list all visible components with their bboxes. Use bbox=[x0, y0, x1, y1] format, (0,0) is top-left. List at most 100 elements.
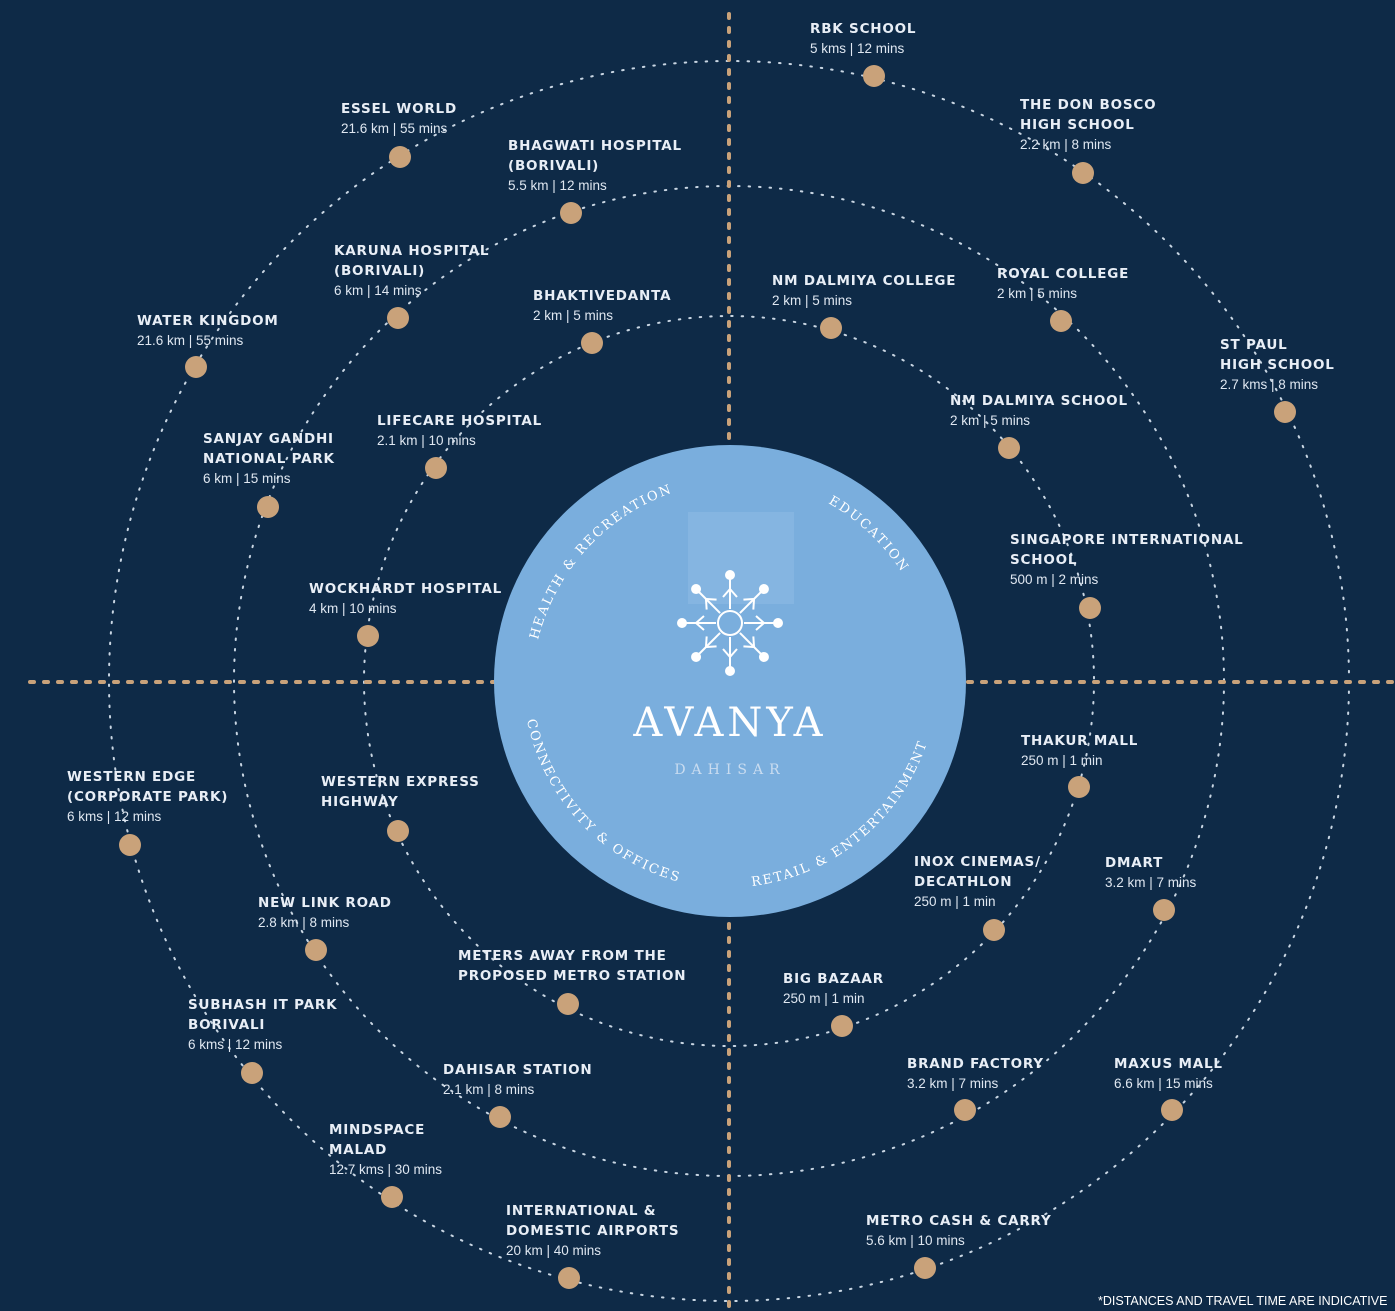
location-marker-royal-college bbox=[1050, 310, 1072, 332]
location-marker-dmart bbox=[1153, 899, 1175, 921]
location-distance: 5 kms | 12 mins bbox=[810, 41, 905, 56]
location-marker-sanjay-gandhi-national-park bbox=[257, 496, 279, 518]
location-marker-the-don-bosco-high-school bbox=[1072, 162, 1094, 184]
location-distance: 250 m | 1 min bbox=[783, 991, 865, 1006]
location-marker-water-kingdom bbox=[185, 356, 207, 378]
location-distance: 2 km | 5 mins bbox=[950, 413, 1031, 428]
location-marker-rbk-school bbox=[863, 65, 885, 87]
location-name-line: DMART bbox=[1105, 855, 1164, 871]
location-name-line: HIGH SCHOOL bbox=[1020, 117, 1135, 133]
brand-subtitle: DAHISAR bbox=[674, 762, 786, 778]
location-distance: 6 kms | 12 mins bbox=[188, 1037, 283, 1052]
location-name-line: WATER KINGDOM bbox=[137, 313, 279, 329]
location-name-line: BORIVALI bbox=[188, 1017, 266, 1033]
location-distance: 20 km | 40 mins bbox=[506, 1243, 602, 1258]
location-name-line: ROYAL COLLEGE bbox=[997, 266, 1130, 282]
location-distance: 5.5 km | 12 mins bbox=[508, 178, 607, 193]
location-marker-nm-dalmiya-school bbox=[998, 437, 1020, 459]
location-label-maxus-mall: MAXUS MALL 6.6 km | 15 mins bbox=[1114, 1054, 1223, 1093]
location-marker-subhash-it-park-borivali bbox=[241, 1062, 263, 1084]
location-distance: 2.1 km | 8 mins bbox=[443, 1082, 535, 1097]
location-distance: 2.2 km | 8 mins bbox=[1020, 137, 1112, 152]
location-name-line: NEW LINK ROAD bbox=[258, 895, 392, 911]
location-marker-meters-away-from-the-proposed-metro-station bbox=[557, 993, 579, 1015]
location-marker-inox-cinemas-decathlon bbox=[983, 919, 1005, 941]
location-distance: 21.6 km | 55 mins bbox=[137, 333, 244, 348]
location-label-subhash-it-park-borivali: SUBHASH IT PARK BORIVALI 6 kms | 12 mins bbox=[188, 995, 337, 1054]
location-distance: 6 km | 14 mins bbox=[334, 283, 422, 298]
location-name-line: DOMESTIC AIRPORTS bbox=[506, 1223, 680, 1239]
location-distance: 250 m | 1 min bbox=[1021, 753, 1103, 768]
location-label-western-edge-corporate-park: WESTERN EDGE (CORPORATE PARK) 6 kms | 12 m… bbox=[67, 767, 228, 826]
location-marker-western-express-highway bbox=[387, 820, 409, 842]
snowflake-logo-icon bbox=[677, 570, 783, 676]
location-marker-thakur-mall bbox=[1068, 776, 1090, 798]
location-name-line: (CORPORATE PARK) bbox=[67, 789, 229, 805]
location-marker-essel-world bbox=[389, 146, 411, 168]
location-name-line: PROPOSED METRO STATION bbox=[458, 968, 687, 984]
location-distance: 500 m | 2 mins bbox=[1010, 572, 1099, 587]
location-marker-western-edge-corporate-park bbox=[119, 834, 141, 856]
location-marker-metro-cash-carry bbox=[914, 1257, 936, 1279]
location-marker-brand-factory bbox=[954, 1099, 976, 1121]
location-distance: 4 km | 10 mins bbox=[309, 601, 397, 616]
location-marker-st-paul-high-school bbox=[1274, 401, 1296, 423]
location-name-line: NM DALMIYA COLLEGE bbox=[772, 273, 957, 289]
location-distance: 2 km | 5 mins bbox=[997, 286, 1078, 301]
location-distance: 2.1 km | 10 mins bbox=[377, 433, 476, 448]
center-circle bbox=[494, 445, 966, 917]
location-distance: 3.2 km | 7 mins bbox=[1105, 875, 1197, 890]
location-name-line: DAHISAR STATION bbox=[443, 1062, 593, 1078]
location-marker-singapore-international-school bbox=[1079, 597, 1101, 619]
location-name-line: SANJAY GANDHI bbox=[203, 431, 334, 447]
location-name-line: THE DON BOSCO bbox=[1020, 97, 1157, 113]
location-name-line: SCHOOL bbox=[1010, 552, 1078, 568]
location-marker-wockhardt-hospital bbox=[357, 625, 379, 647]
location-marker-dahisar-station bbox=[489, 1106, 511, 1128]
location-name-line: MALAD bbox=[329, 1142, 388, 1158]
location-label-singapore-international-school: SINGAPORE INTERNATIONAL SCHOOL 500 m | 2 m… bbox=[1010, 530, 1244, 589]
location-name-line: RBK SCHOOL bbox=[810, 21, 917, 37]
location-distance: 5.6 km | 10 mins bbox=[866, 1233, 965, 1248]
location-label-the-don-bosco-high-school: THE DON BOSCO HIGH SCHOOL 2.2 km | 8 mins bbox=[1020, 95, 1156, 154]
location-distance: 2.7 kms | 8 mins bbox=[1220, 377, 1319, 392]
location-distance: 250 m | 1 min bbox=[914, 894, 996, 909]
location-marker-lifecare-hospital bbox=[425, 457, 447, 479]
location-name-line: SUBHASH IT PARK bbox=[188, 997, 338, 1013]
location-name-line: MAXUS MALL bbox=[1114, 1056, 1223, 1072]
location-label-royal-college: ROYAL COLLEGE 2 km | 5 mins bbox=[997, 264, 1129, 303]
location-name-line: KARUNA HOSPITAL bbox=[334, 243, 490, 259]
location-marker-mindspace-malad bbox=[381, 1186, 403, 1208]
location-name-line: INTERNATIONAL & bbox=[506, 1203, 657, 1219]
location-marker-karuna-hospital-borivali bbox=[387, 307, 409, 329]
location-distance: 6.6 km | 15 mins bbox=[1114, 1076, 1213, 1091]
location-marker-new-link-road bbox=[305, 939, 327, 961]
location-marker-big-bazaar bbox=[831, 1015, 853, 1037]
location-name-line: DECATHLON bbox=[914, 874, 1013, 890]
location-name-line: BHAGWATI HOSPITAL bbox=[508, 138, 682, 154]
location-label-karuna-hospital-borivali: KARUNA HOSPITAL(BORIVALI)6 km | 14 mins bbox=[334, 241, 489, 300]
location-name-line: SINGAPORE INTERNATIONAL bbox=[1010, 532, 1244, 548]
location-name-line: WESTERN EDGE bbox=[67, 769, 196, 785]
location-label-international-domestic-airports: INTERNATIONAL & DOMESTIC AIRPORTS 20 km | … bbox=[506, 1201, 679, 1260]
location-marker-nm-dalmiya-college bbox=[820, 317, 842, 339]
location-distance: 12.7 kms | 30 mins bbox=[329, 1162, 443, 1177]
disclaimer-note: *DISTANCES AND TRAVEL TIME ARE INDICATIV… bbox=[1098, 1294, 1388, 1308]
location-marker-bhaktivedanta bbox=[581, 332, 603, 354]
location-distance: 6 kms | 12 mins bbox=[67, 809, 162, 824]
location-label-rbk-school: RBK SCHOOL 5 kms | 12 mins bbox=[810, 19, 916, 58]
location-marker-bhagwati-hospital-borivali bbox=[560, 202, 582, 224]
